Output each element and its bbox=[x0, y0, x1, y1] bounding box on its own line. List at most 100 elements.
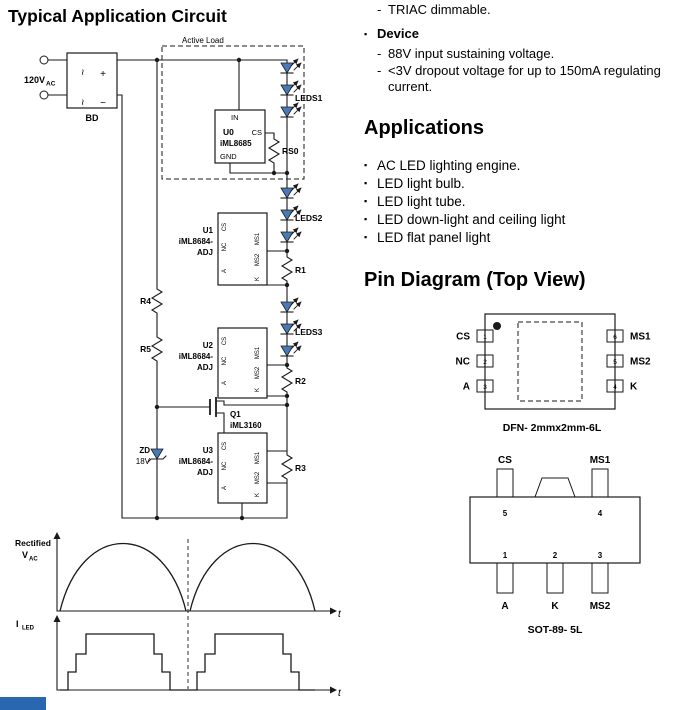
footer-logo-box bbox=[0, 697, 46, 710]
rs0-label: RS0 bbox=[282, 146, 299, 156]
junction-dots bbox=[154, 57, 290, 521]
regulator-u2: U2 iML8684- ADJ CS NC A MS1 MS2 K bbox=[179, 327, 268, 399]
dfn-pin-label: NC bbox=[456, 357, 470, 368]
q1-part: iML3160 bbox=[230, 421, 262, 430]
q1-ref: Q1 bbox=[230, 410, 241, 419]
dfn-pin-label: MS1 bbox=[630, 332, 651, 343]
u2-part1: iML8684- bbox=[179, 352, 214, 361]
leds3-label: LEDS3 bbox=[295, 327, 323, 337]
zd-value: 18V bbox=[136, 457, 151, 466]
dfn-pin-label: CS bbox=[456, 332, 470, 343]
resistor-r3: R3 bbox=[281, 450, 306, 484]
u3-ref: U3 bbox=[203, 446, 214, 455]
vac-label: 120V bbox=[24, 75, 45, 85]
sot-pin-num: 2 bbox=[553, 551, 558, 560]
u3-part1: iML8684- bbox=[179, 457, 214, 466]
u1-part2: ADJ bbox=[197, 248, 213, 257]
r4-label: R4 bbox=[140, 296, 151, 306]
u3-pin-a: A bbox=[222, 486, 228, 490]
pin1-indicator-dot bbox=[493, 322, 501, 330]
bridge-minus: − bbox=[100, 98, 106, 109]
bridge-rectifier: ~ + ~ − BD bbox=[66, 52, 118, 123]
u2-pin-ms1: MS1 bbox=[255, 346, 261, 359]
vac-axis-sub: AC bbox=[29, 557, 38, 563]
section-title-circuit: Typical Application Circuit bbox=[8, 6, 227, 26]
resistor-rs0: RS0 bbox=[268, 134, 299, 168]
feature-heading-device: ▪ Device bbox=[364, 26, 691, 42]
u3-pin-ms1: MS1 bbox=[255, 451, 261, 464]
sot-pin-label: MS2 bbox=[590, 601, 611, 612]
regulator-u0: IN CS GND U0 iML8685 bbox=[214, 109, 266, 164]
active-load-region: Active Load bbox=[161, 36, 305, 180]
u0-part: iML8685 bbox=[220, 139, 252, 148]
zd-ref: ZD bbox=[139, 446, 150, 455]
u0-ref: U0 bbox=[223, 127, 234, 137]
r1-label: R1 bbox=[295, 265, 306, 275]
bridge-sine-bottom: ~ bbox=[76, 99, 88, 105]
right-column: - TRIAC dimmable. ▪ Device - 88V input s… bbox=[364, 2, 691, 647]
circuit-schematic: 120V AC ~ + ~ − BD Active Load LEDS1 LED… bbox=[15, 36, 342, 699]
sot-pin-num: 5 bbox=[503, 509, 508, 518]
applications-list: ▪ AC LED lighting engine. ▪ LED light bu… bbox=[364, 157, 691, 247]
t-axis-label-1: t bbox=[338, 609, 342, 620]
dash-bullet: - bbox=[377, 2, 382, 17]
u2-pin-cs: CS bbox=[222, 337, 228, 345]
feature-item-text: 88V input sustaining voltage. bbox=[388, 46, 555, 61]
dfn-pin-label: MS2 bbox=[630, 357, 651, 368]
dfn-pin-num: 2 bbox=[483, 359, 487, 366]
u2-pin-ms2: MS2 bbox=[255, 366, 261, 379]
bridge-plus: + bbox=[100, 69, 106, 80]
t-axis-label-2: t bbox=[338, 688, 342, 699]
feature-item-dropout: - <3V dropout voltage for up to 150mA re… bbox=[364, 63, 691, 95]
u1-pin-nc: NC bbox=[222, 242, 228, 251]
u3-pin-k: K bbox=[255, 493, 261, 497]
resistor-r2: R2 bbox=[281, 363, 306, 397]
feature-item-sustain: - 88V input sustaining voltage. bbox=[364, 46, 691, 62]
waveform-iled: I LED t bbox=[16, 615, 342, 699]
square-bullet: ▪ bbox=[364, 178, 368, 188]
mosfet-q1: Q1 iML3160 bbox=[209, 397, 262, 430]
sot-pin-num: 3 bbox=[598, 551, 603, 560]
dfn-pin-label: A bbox=[463, 382, 470, 393]
rectified-label: Rectified bbox=[15, 538, 51, 548]
dash-bullet: - bbox=[377, 46, 382, 61]
sot-caption: SOT-89- 5L bbox=[528, 624, 583, 636]
u1-pin-cs: CS bbox=[222, 223, 228, 231]
active-load-label: Active Load bbox=[182, 36, 224, 45]
r2-label: R2 bbox=[295, 376, 306, 386]
u2-ref: U2 bbox=[203, 341, 214, 350]
u1-pin-ms1: MS1 bbox=[255, 232, 261, 245]
u3-part2: ADJ bbox=[197, 468, 213, 477]
dfn-pin-label: K bbox=[630, 382, 638, 393]
bd-label: BD bbox=[86, 113, 99, 123]
dfn-pin-num: 3 bbox=[483, 384, 487, 391]
dash-bullet: - bbox=[377, 63, 382, 78]
vac-sub-label: AC bbox=[46, 81, 56, 88]
u2-pin-k: K bbox=[255, 388, 261, 392]
u2-pin-a: A bbox=[222, 381, 228, 385]
sot89-package-diagram: CS MS1 5 4 1 2 3 A K MS2 SOT-89- 5L bbox=[469, 455, 641, 636]
application-item: ▪ AC LED lighting engine. bbox=[364, 157, 691, 175]
u0-pin-cs: CS bbox=[252, 128, 262, 137]
u3-pin-cs: CS bbox=[222, 442, 228, 450]
leds1-label: LEDS1 bbox=[295, 93, 323, 103]
resistor-r1: R1 bbox=[281, 252, 306, 286]
section-title-applications: Applications bbox=[364, 117, 485, 139]
square-bullet: ▪ bbox=[364, 160, 368, 170]
u2-pin-nc: NC bbox=[222, 356, 228, 365]
application-item-text: LED light tube. bbox=[377, 194, 466, 209]
square-bullet: ▪ bbox=[364, 29, 368, 39]
application-item-text: LED flat panel light bbox=[377, 230, 491, 245]
sot-pin-num: 4 bbox=[598, 509, 603, 518]
sot-pin-num: 1 bbox=[503, 551, 508, 560]
resistor-r4: R4 bbox=[140, 284, 163, 318]
device-feature-list: - 88V input sustaining voltage. - <3V dr… bbox=[364, 46, 691, 95]
application-item: ▪ LED light bulb. bbox=[364, 175, 691, 193]
u1-pin-k: K bbox=[255, 277, 261, 281]
r5-label: R5 bbox=[140, 344, 151, 354]
feature-item-text: TRIAC dimmable. bbox=[388, 2, 491, 17]
dfn-pin-num: 1 bbox=[483, 334, 487, 341]
dfn-right-pins: 6 5 4 MS1 MS2 K bbox=[606, 329, 651, 393]
waveform-rectified-vac: Rectified V AC t bbox=[15, 532, 342, 689]
u3-pin-nc: NC bbox=[222, 461, 228, 470]
